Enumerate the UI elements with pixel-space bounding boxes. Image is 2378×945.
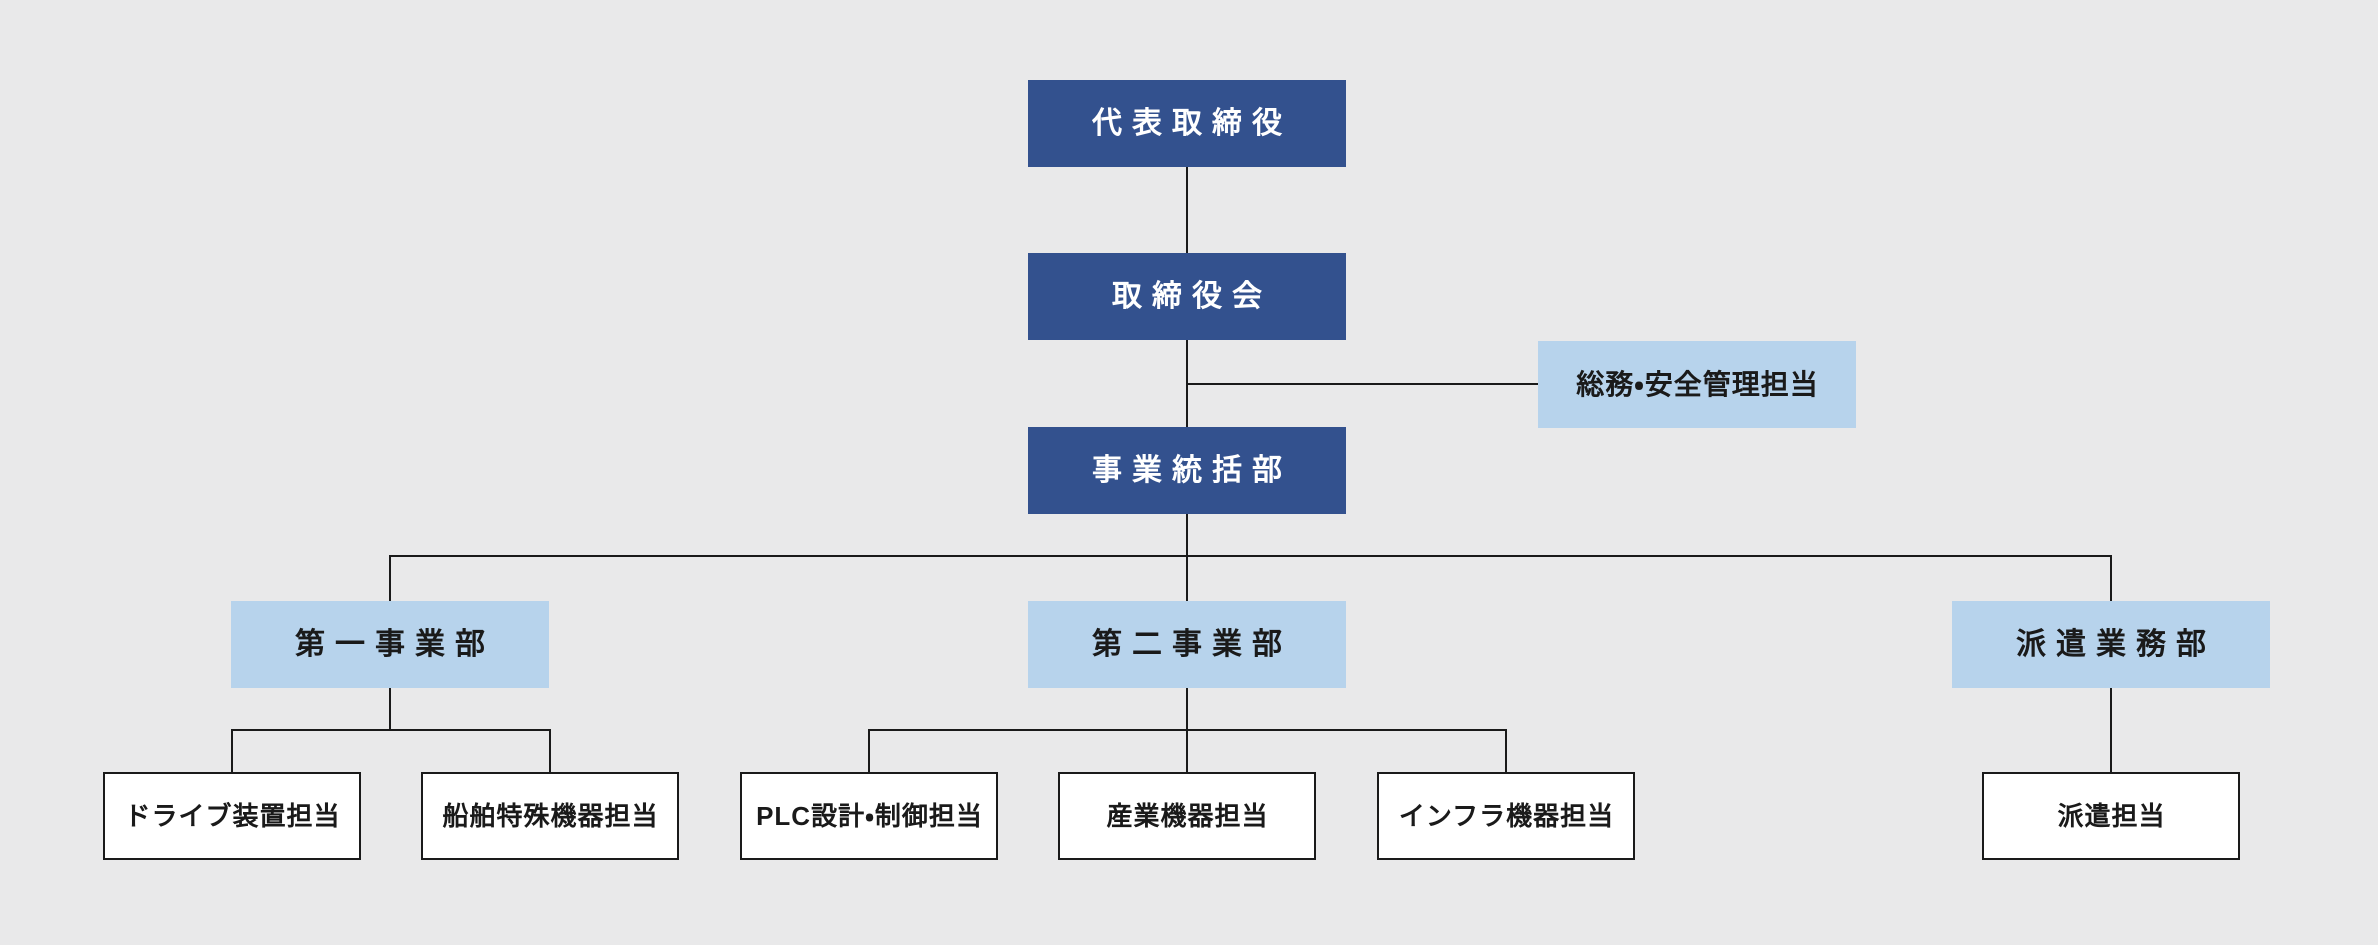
- connector-drop-division-2: [1186, 555, 1188, 601]
- org-node-unit-dispatch: 派遣担当: [1982, 772, 2240, 860]
- org-node-unit-drive-label: ドライブ装置担当: [124, 801, 341, 831]
- connector-div1-drop: [389, 688, 391, 730]
- connector-div1-distributor: [231, 729, 551, 731]
- connector-div1-unit1-drop: [231, 729, 233, 772]
- org-node-division-2: 第二事業部: [1028, 601, 1346, 688]
- org-node-ceo-label: 代表取締役: [1092, 106, 1292, 140]
- connector-division-distributor: [389, 555, 2111, 557]
- connector-div2-distributor: [868, 729, 1507, 731]
- connector-staff-branch: [1186, 383, 1538, 385]
- org-node-division-1-label: 第一事業部: [295, 627, 495, 661]
- org-node-board-label: 取締役会: [1112, 279, 1272, 313]
- org-node-headquarters: 事業統括部: [1028, 427, 1346, 514]
- org-node-unit-infra: インフラ機器担当: [1377, 772, 1635, 860]
- connector-drop-division-1: [389, 555, 391, 601]
- org-node-staff-label: 総務・安全管理担当: [1576, 368, 1819, 400]
- org-node-division-1: 第一事業部: [231, 601, 549, 688]
- connector-div1-unit2-drop: [549, 729, 551, 772]
- org-node-unit-industrial: 産業機器担当: [1058, 772, 1316, 860]
- org-node-board: 取締役会: [1028, 253, 1346, 340]
- connector-hq-drop: [1186, 514, 1188, 557]
- org-node-division-3: 派遣業務部: [1952, 601, 2270, 688]
- org-node-division-2-label: 第二事業部: [1092, 627, 1292, 661]
- connector-drop-division-3: [2110, 555, 2112, 601]
- org-node-unit-drive: ドライブ装置担当: [103, 772, 361, 860]
- org-node-unit-infra-label: インフラ機器担当: [1398, 801, 1615, 831]
- org-node-ceo: 代表取締役: [1028, 80, 1346, 167]
- connector-ceo-board: [1186, 167, 1188, 253]
- org-node-unit-dispatch-label: 派遣担当: [2057, 801, 2166, 831]
- org-node-unit-industrial-label: 産業機器担当: [1106, 801, 1269, 831]
- org-node-headquarters-label: 事業統括部: [1092, 453, 1292, 487]
- connector-div2-unit3-drop: [1505, 729, 1507, 772]
- org-node-unit-plc: PLC設計・制御担当: [740, 772, 998, 860]
- org-node-unit-marine: 船舶特殊機器担当: [421, 772, 679, 860]
- org-node-staff: 総務・安全管理担当: [1538, 341, 1856, 428]
- connector-div2-unit1-drop: [868, 729, 870, 772]
- org-node-unit-marine-label: 船舶特殊機器担当: [442, 801, 659, 831]
- org-node-division-3-label: 派遣業務部: [2016, 627, 2216, 661]
- org-node-unit-plc-label: PLC設計・制御担当: [756, 801, 983, 831]
- connector-div3-unit1-drop: [2110, 688, 2112, 772]
